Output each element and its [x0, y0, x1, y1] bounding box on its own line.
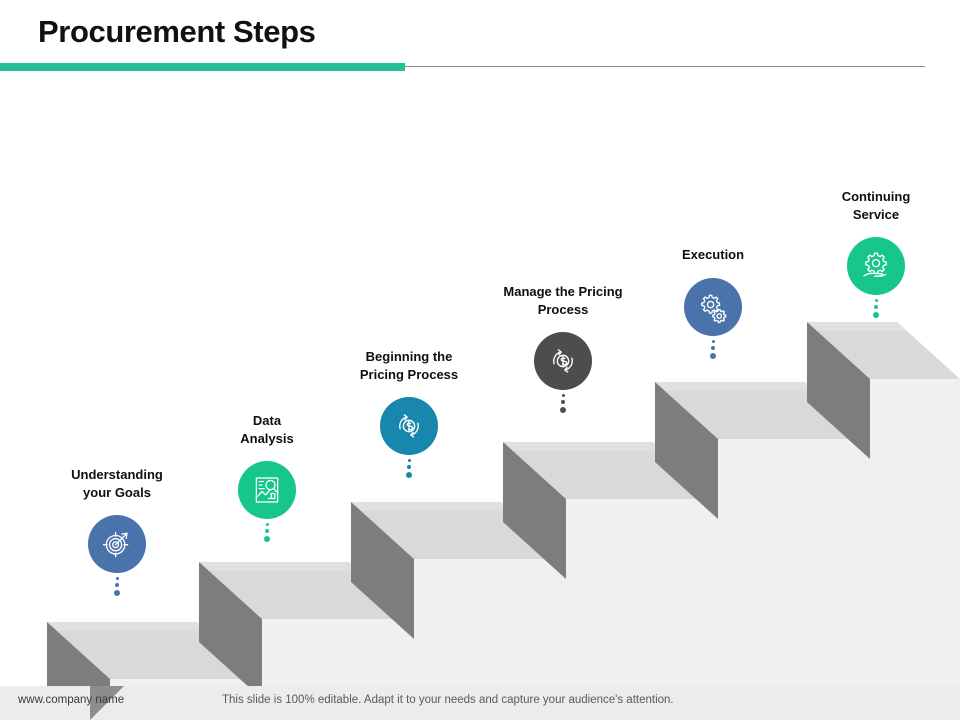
step-connector-dots-1 — [111, 577, 123, 597]
step-label-1: Understanding your Goals — [71, 467, 163, 500]
step-badge-2[interactable] — [238, 461, 296, 520]
footer-corner-accent — [90, 686, 124, 720]
step-node-5[interactable]: Execution — [628, 246, 798, 359]
staircase-graphic — [47, 322, 960, 700]
step-node-3[interactable]: Beginning the Pricing Process — [324, 348, 494, 479]
dollar-cycle-icon — [399, 414, 419, 438]
step-connector-dots-2 — [261, 523, 273, 543]
step-connector-dots-3 — [403, 459, 415, 479]
step-node-1[interactable]: Understanding your Goals — [32, 466, 202, 597]
footer-editable-note: This slide is 100% editable. Adapt it to… — [222, 694, 674, 706]
footer-company-name[interactable]: www.company name — [18, 694, 125, 706]
target-arrow-icon — [102, 532, 129, 558]
step-connector-dots-6 — [870, 299, 882, 319]
step-connector-dots-4 — [557, 394, 569, 414]
title-accent-rule — [0, 63, 405, 71]
step-node-2[interactable]: Data Analysis — [182, 412, 352, 543]
step-node-4[interactable]: Manage the Pricing Process — [478, 283, 648, 414]
gears-icon — [701, 294, 727, 323]
stair-step-group — [47, 322, 960, 700]
step-badge-1[interactable] — [88, 515, 146, 574]
step-badge-5[interactable] — [684, 277, 742, 336]
dollar-cycle-dark-icon — [553, 349, 573, 373]
step-label-2: Data Analysis — [240, 413, 294, 446]
step-node-6[interactable]: Continuing Service — [791, 188, 960, 319]
step-label-6: Continuing Service — [841, 189, 911, 222]
page-title: Procurement Steps — [38, 14, 316, 49]
step-connector-dots-5 — [707, 339, 719, 359]
title-thin-rule — [405, 66, 925, 67]
gear-hand-icon — [863, 252, 887, 278]
step-label-3: Beginning the Pricing Process — [359, 349, 459, 382]
step-badge-6[interactable] — [847, 237, 905, 296]
footer-band — [0, 686, 960, 720]
step-badge-4[interactable] — [534, 332, 592, 391]
stair-field-fill — [47, 379, 960, 700]
step-badge-3[interactable] — [380, 397, 438, 456]
step-label-5: Execution — [681, 247, 745, 262]
document-magnifier-icon — [255, 477, 279, 503]
step-label-4: Manage the Pricing Process — [503, 284, 623, 317]
